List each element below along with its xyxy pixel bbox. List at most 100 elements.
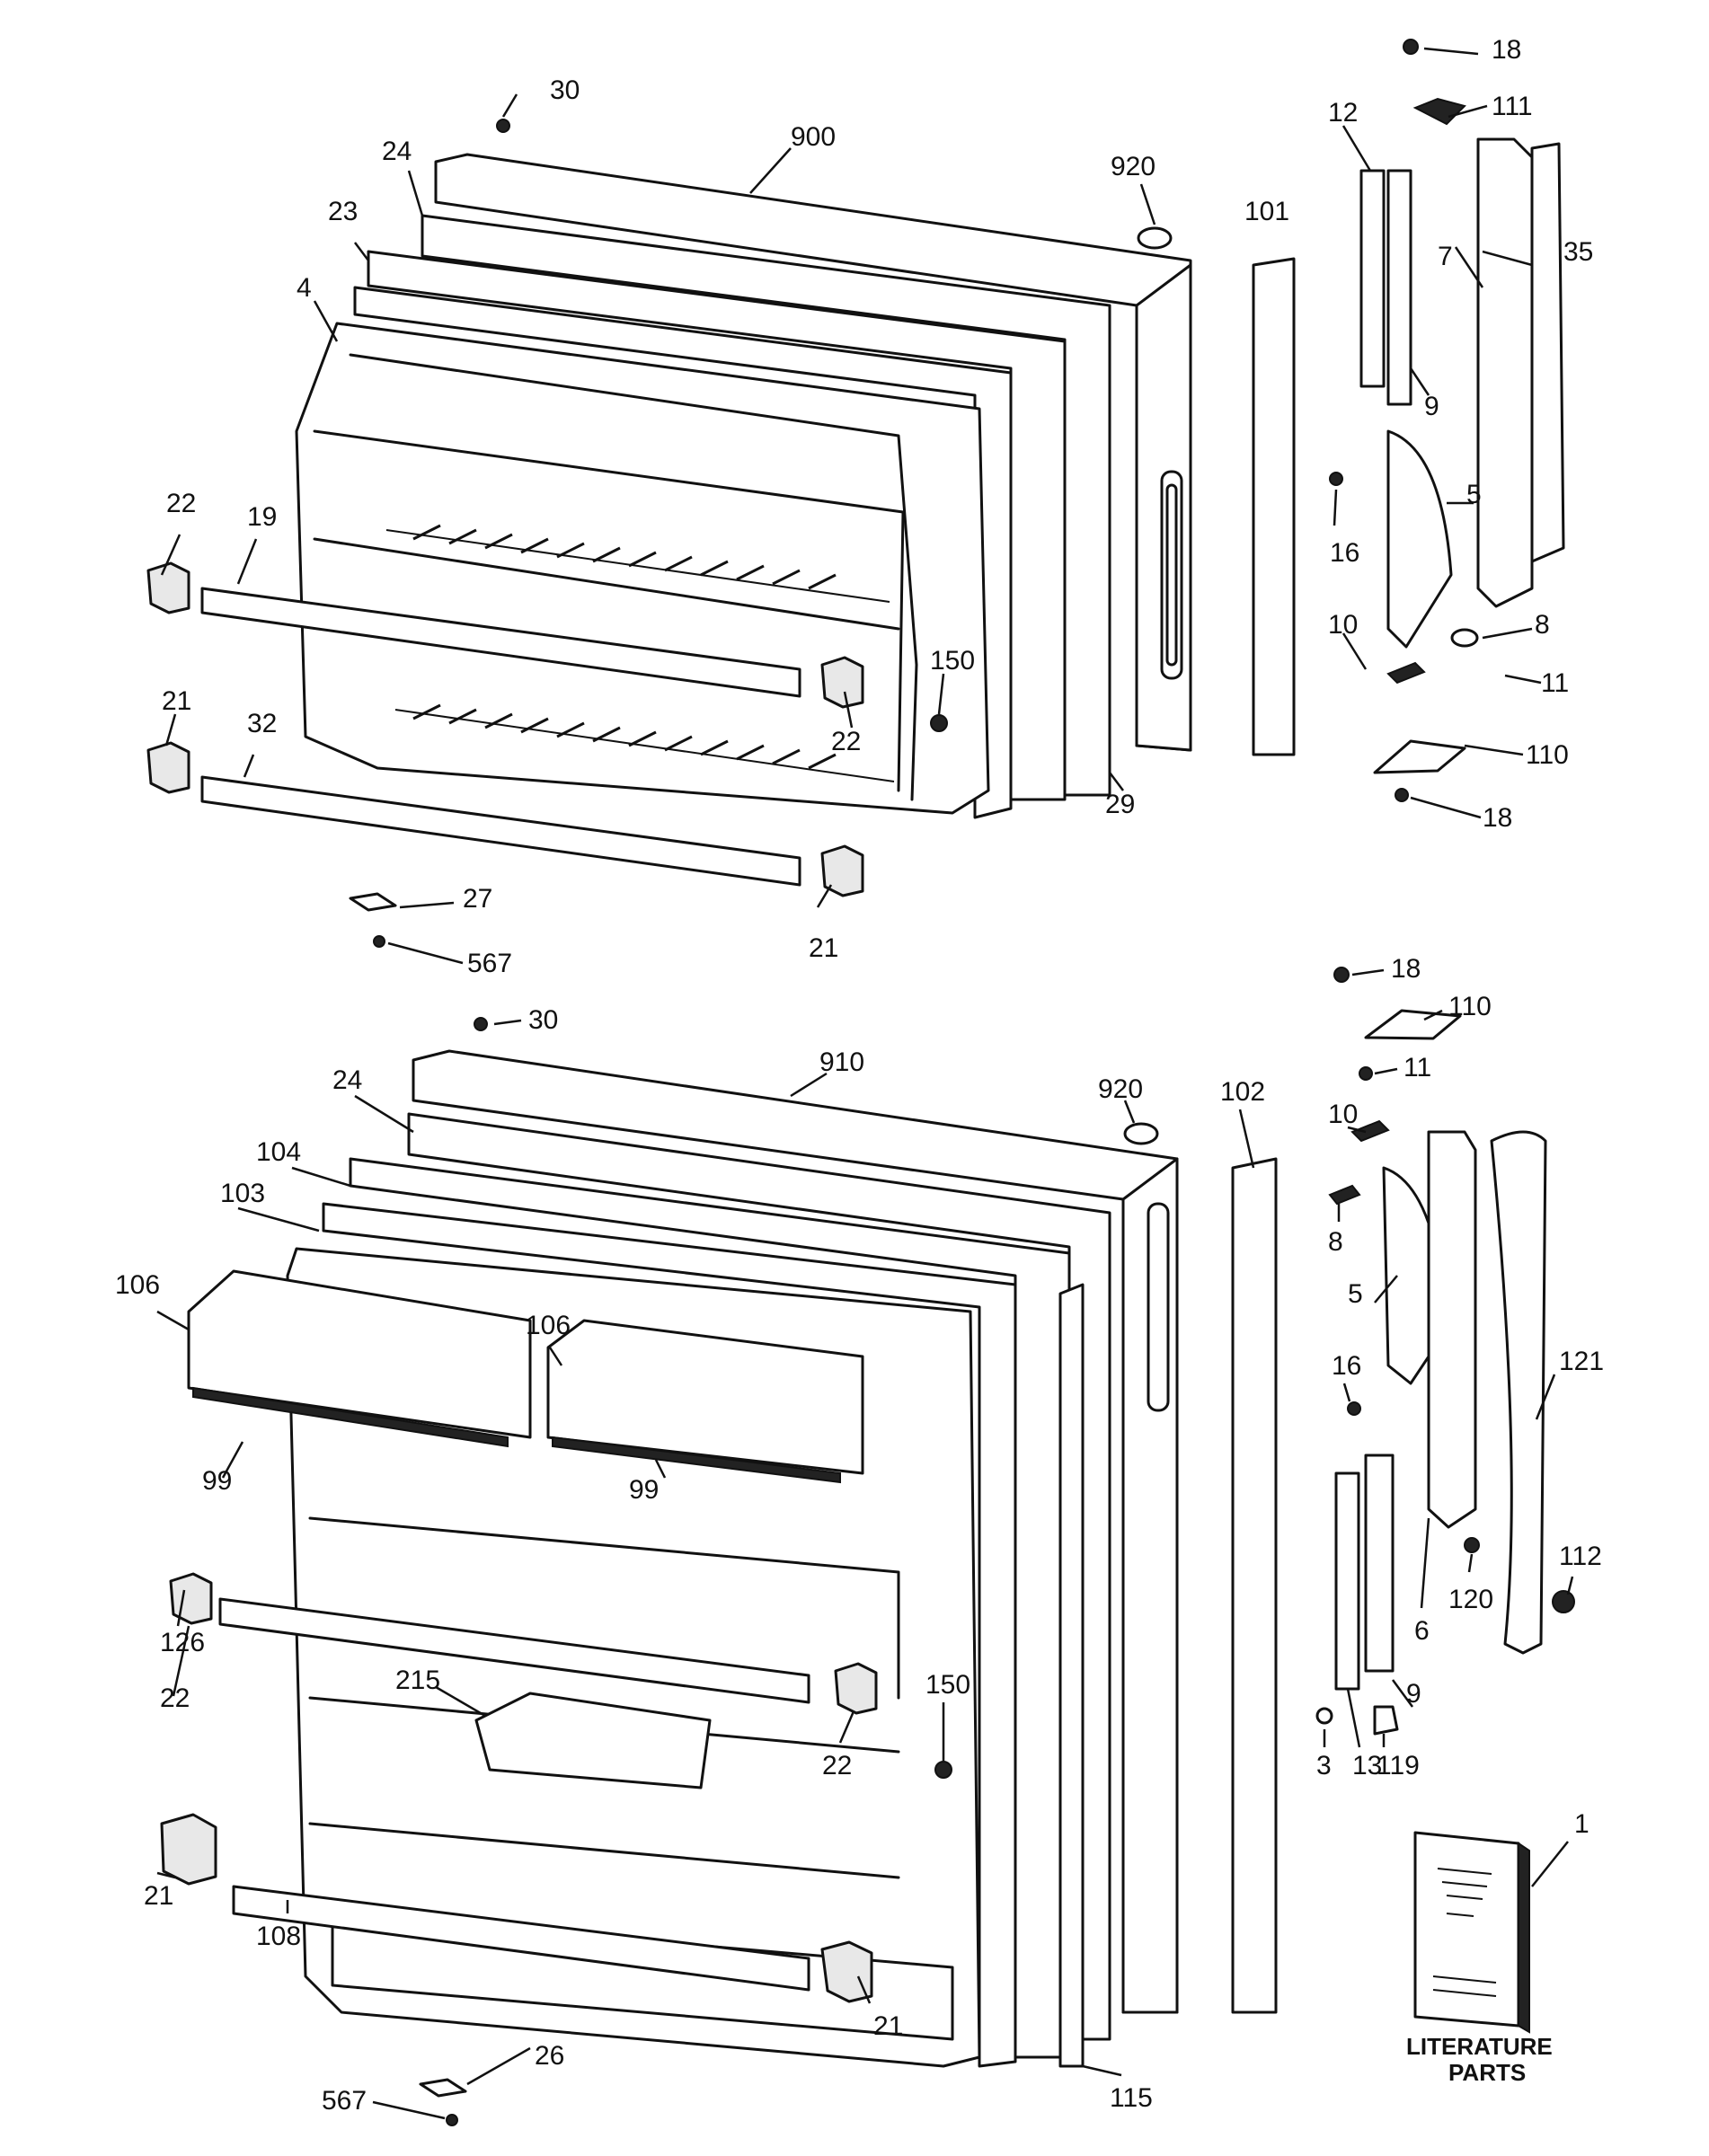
part-9-lower	[1364, 1454, 1395, 1673]
lower-shelf-bars	[160, 1572, 878, 2003]
callout-lower-215: 215	[395, 1666, 440, 1695]
handle-7	[1476, 137, 1534, 608]
upper-outer-door-panel	[434, 153, 1192, 752]
handle-5	[1386, 429, 1453, 649]
handle-trim-121	[1490, 1130, 1547, 1655]
callout-upper-19: 19	[247, 502, 277, 532]
callout-lower-10: 10	[1328, 1100, 1358, 1129]
handle-trim-35	[1530, 142, 1565, 563]
callout-upper-110: 110	[1526, 740, 1569, 770]
callout-upper-4: 4	[297, 273, 312, 303]
lower-small-hardware	[419, 1017, 952, 2126]
lower-handle-parts	[1315, 967, 1575, 1736]
callout-lower-22-right: 22	[822, 1751, 852, 1780]
upper-door-liner	[295, 322, 990, 815]
callout-upper-24: 24	[382, 137, 412, 166]
callout-lower-120: 120	[1448, 1585, 1493, 1614]
screw-150	[930, 714, 948, 732]
callout-lower-6: 6	[1414, 1616, 1430, 1646]
screw-567	[373, 935, 385, 948]
callout-lower-11: 11	[1404, 1053, 1431, 1082]
callout-lower-8: 8	[1328, 1227, 1343, 1257]
callout-upper-5: 5	[1466, 480, 1482, 509]
lower-outer-door-panel	[412, 1049, 1179, 2014]
callout-upper-21-left: 21	[162, 686, 191, 716]
bracket-10-lower	[1350, 1119, 1390, 1143]
callout-lower-3: 3	[1316, 1751, 1332, 1780]
callout-upper-11: 11	[1541, 668, 1569, 698]
callout-upper-16: 16	[1330, 538, 1359, 568]
callout-lower-567: 567	[322, 2086, 367, 2116]
callout-lower-103: 103	[220, 1179, 265, 1208]
callout-lower-119: 119	[1377, 1751, 1420, 1780]
callout-upper-30: 30	[550, 75, 580, 105]
shelf-end-cap-21-left	[146, 741, 190, 794]
part-13	[1334, 1471, 1360, 1691]
trim-strip-101	[1252, 257, 1296, 756]
screw-150-lower	[934, 1761, 952, 1779]
callout-lower-126: 126	[160, 1628, 205, 1657]
callout-lower-13: 13	[1352, 1751, 1382, 1780]
screw-16-lower	[1347, 1401, 1361, 1416]
part-8-lower	[1328, 1184, 1361, 1206]
callout-upper-111: 111	[1492, 92, 1533, 121]
callout-lower-910: 910	[819, 1047, 864, 1077]
screw-30-lower	[474, 1017, 488, 1031]
callout-upper-21-right: 21	[809, 933, 838, 963]
shelf-end-cap-22-lower-right	[834, 1662, 878, 1715]
callout-lower-150: 150	[925, 1670, 970, 1700]
callout-lower-21-left: 21	[144, 1881, 173, 1911]
bracket-10	[1386, 661, 1426, 685]
upper-small-hardware	[349, 119, 1343, 948]
plug-920-lower	[1123, 1122, 1159, 1145]
bracket-27	[349, 892, 397, 912]
bin-106-right	[546, 1319, 864, 1475]
callout-upper-22-left: 22	[166, 489, 196, 518]
callout-upper-101: 101	[1244, 197, 1289, 226]
callout-upper-29: 29	[1105, 790, 1135, 819]
shelf-end-cap-21-lower-left	[160, 1813, 217, 1886]
callout-lower-108: 108	[256, 1922, 301, 1951]
callout-lower-22-left: 22	[160, 1683, 190, 1713]
trim-strip-102	[1231, 1157, 1278, 2014]
upper-shelf-bars	[146, 561, 864, 897]
callout-upper-900: 900	[791, 122, 836, 152]
screw-120	[1464, 1537, 1480, 1553]
lower-door-bins	[187, 1269, 864, 1789]
callout-upper-920: 920	[1111, 152, 1156, 181]
callout-upper-7: 7	[1438, 242, 1453, 271]
callout-upper-567: 567	[467, 949, 512, 978]
callout-lower-106-right: 106	[526, 1311, 571, 1340]
callout-lower-99-right: 99	[629, 1475, 659, 1505]
screw-567-lower	[446, 2114, 458, 2126]
trim-strip-115	[1058, 1283, 1085, 2068]
shelf-end-cap-22-lower-left	[169, 1572, 213, 1625]
screw-18-top	[1403, 39, 1419, 55]
callout-lower-9: 9	[1406, 1679, 1421, 1709]
screw-18-lower	[1333, 967, 1350, 983]
part-8	[1450, 628, 1479, 648]
bracket-110	[1373, 739, 1466, 774]
callout-upper-18-top: 18	[1492, 35, 1521, 65]
callout-lower-99-left: 99	[202, 1466, 232, 1496]
screw-16	[1329, 472, 1343, 486]
upper-handle-parts	[1359, 39, 1565, 802]
callout-lower-18: 18	[1391, 954, 1421, 984]
callout-lower-121: 121	[1559, 1347, 1604, 1376]
handle-6	[1427, 1130, 1477, 1529]
lower-door-assembly	[160, 967, 1575, 2126]
upper-gasket-frames	[353, 214, 1111, 819]
callout-lower-112: 112	[1559, 1542, 1602, 1571]
callout-upper-18-bottom: 18	[1483, 803, 1512, 833]
callout-upper-22-right: 22	[831, 727, 861, 756]
callout-lower-1: 1	[1574, 1809, 1589, 1839]
cap-112	[1552, 1590, 1575, 1613]
shelf-end-cap-21-right	[820, 844, 864, 897]
literature-label-line1: LITERATURE	[1406, 2033, 1553, 2060]
part-3	[1315, 1707, 1333, 1725]
callout-lower-30: 30	[528, 1005, 558, 1035]
screw-18-bottom	[1395, 788, 1409, 802]
shelf-end-cap-22-left	[146, 561, 190, 614]
bin-106-left	[187, 1269, 532, 1439]
